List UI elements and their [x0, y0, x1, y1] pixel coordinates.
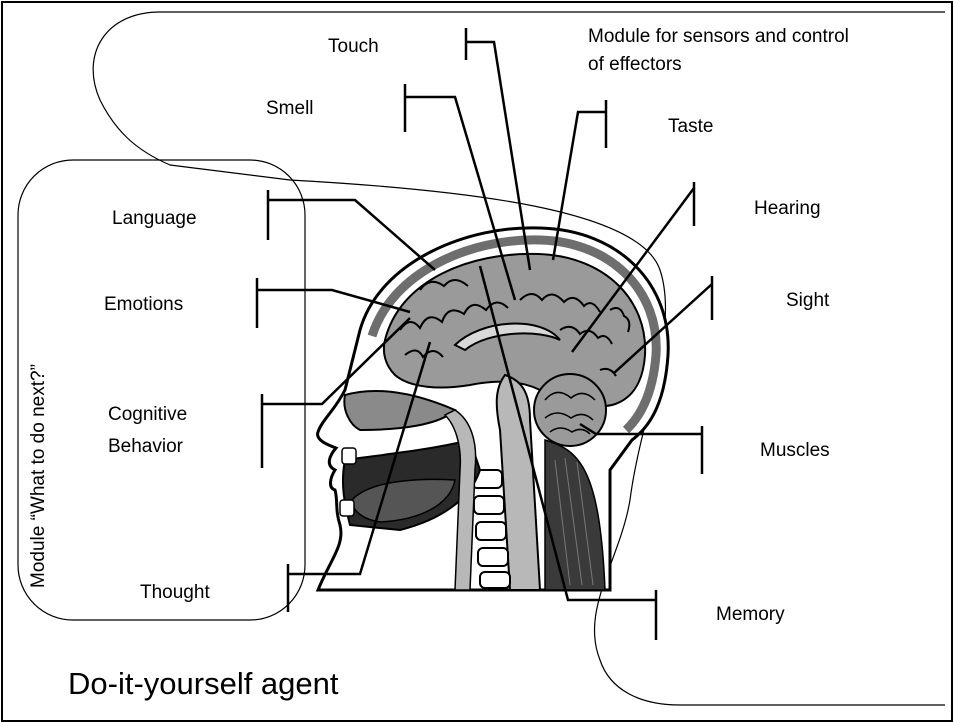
label-module-what-next: Module “What to do next?”	[28, 364, 49, 588]
label-module-sensors-line1: Module for sensors and control	[588, 26, 849, 47]
language-leader	[268, 200, 435, 270]
label-language: Language	[112, 208, 197, 229]
label-sight: Sight	[786, 290, 830, 311]
label-cognitive-line1: Cognitive	[108, 404, 187, 425]
label-touch: Touch	[328, 36, 379, 57]
slide-title: Do-it-yourself agent	[68, 666, 339, 701]
label-smell: Smell	[266, 98, 314, 119]
label-taste: Taste	[668, 116, 713, 137]
label-cognitive-line2: Behavior	[108, 436, 184, 457]
label-emotions: Emotions	[104, 294, 183, 315]
decision-module-outline	[18, 160, 305, 620]
label-memory: Memory	[716, 604, 785, 625]
label-hearing: Hearing	[754, 198, 821, 219]
head-illustration	[318, 228, 669, 590]
label-module-sensors-line2: of effectors	[588, 54, 682, 75]
cerebellum	[534, 374, 606, 446]
label-muscles: Muscles	[760, 440, 830, 461]
label-thought: Thought	[140, 582, 210, 603]
